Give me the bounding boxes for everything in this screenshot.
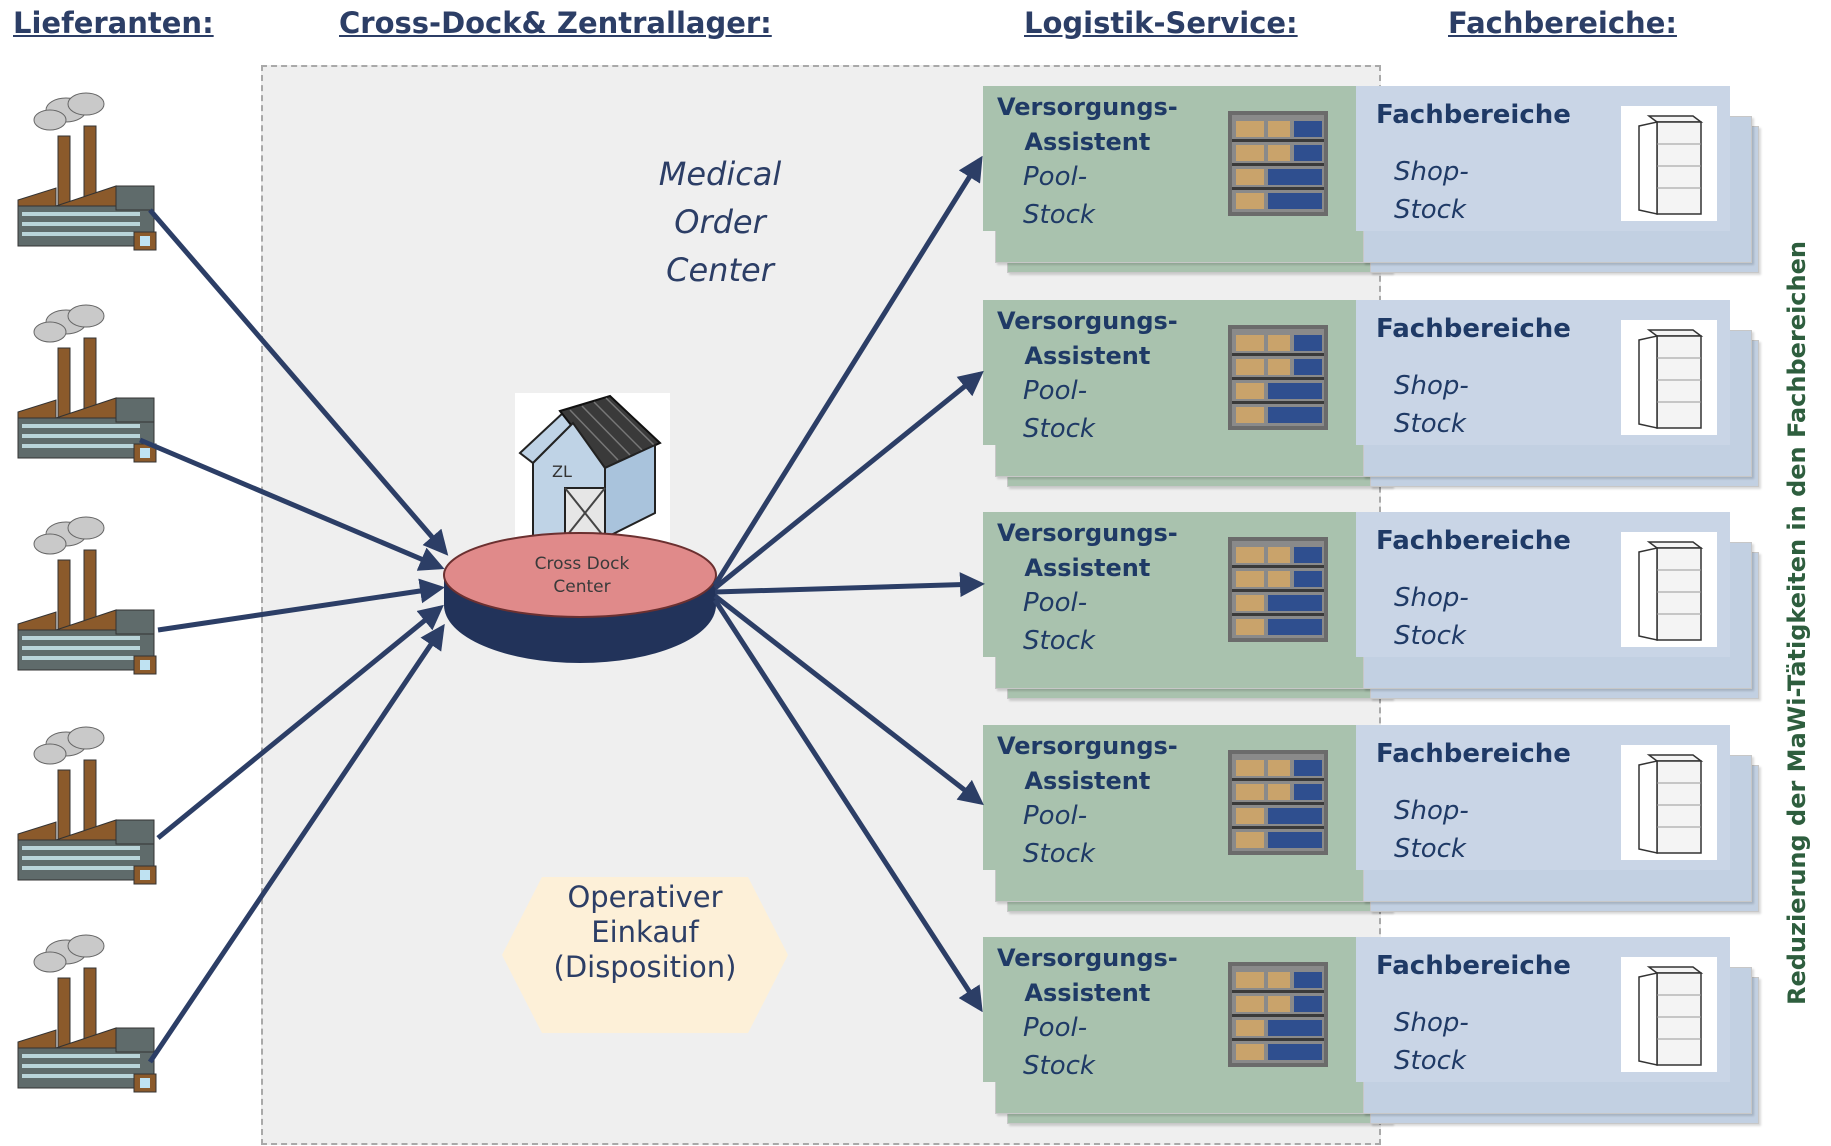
medical-order-center-title: Medical Order Center (658, 155, 782, 289)
pool-stock-label: Pool- Stock (1023, 376, 1095, 444)
fachbereiche-label: Fachbereiche (1376, 314, 1571, 344)
factory-icon (17, 726, 157, 885)
pool-stock-label: Pool- Stock (1023, 1013, 1095, 1081)
arrow-row-2 (713, 370, 984, 590)
versorgungs-assistent-label: Versorgungs- Assistent (997, 732, 1178, 795)
shelving-icon (1228, 325, 1328, 430)
arrow-row-5 (712, 598, 983, 1013)
arrow-supplier-3 (157, 578, 445, 633)
service-row-2: Versorgungs- Assistent Pool- Stock Fachb… (0, 300, 1831, 487)
side-note: Reduzierung der MaWi-Tätigkeiten in den … (1783, 241, 1811, 1005)
cabinet-icon (1621, 745, 1717, 860)
header-crossdock: Cross-Dock& Zentrallager: (339, 6, 772, 40)
versorgungs-assistent-label: Versorgungs- Assistent (997, 944, 1178, 1007)
factory-icon (17, 92, 157, 251)
operativer-einkauf-label: Operativer Einkauf (Disposition) (553, 880, 737, 984)
fachbereiche-box: Fachbereiche Shop- Stock (1356, 937, 1730, 1082)
versorgungs-assistent-label: Versorgungs- Assistent (997, 519, 1178, 582)
factory-icon (17, 934, 157, 1093)
arrow-row-1 (712, 155, 983, 587)
fachbereiche-box: Fachbereiche Shop- Stock (1356, 86, 1730, 231)
header-fachbereiche: Fachbereiche: (1448, 6, 1677, 40)
zl-label: ZL (552, 462, 572, 481)
fachbereiche-label: Fachbereiche (1376, 739, 1571, 769)
shelving-icon (1228, 750, 1328, 855)
header-lieferanten: Lieferanten: (13, 6, 214, 40)
service-row-5: Versorgungs- Assistent Pool- Stock Fachb… (0, 937, 1831, 1124)
supplier-1 (16, 88, 176, 253)
supplier-4 (16, 722, 176, 887)
shelving-icon (1228, 537, 1328, 642)
shop-stock-label: Shop- Stock (1394, 1008, 1469, 1076)
shop-stock-label: Shop- Stock (1394, 796, 1469, 864)
fachbereiche-box: Fachbereiche Shop- Stock (1356, 725, 1730, 870)
supplier-5 (16, 930, 176, 1095)
arrow-supplier-4 (156, 604, 444, 840)
cabinet-icon (1621, 532, 1717, 647)
operativer-einkauf-hexagon (502, 877, 788, 1033)
supplier-3 (16, 512, 176, 677)
fachbereiche-box: Fachbereiche Shop- Stock (1356, 300, 1730, 445)
versorgungs-assistent-box: Versorgungs- Assistent Pool- Stock (983, 512, 1356, 657)
arrow-supplier-2 (139, 437, 445, 571)
fachbereiche-label: Fachbereiche (1376, 100, 1571, 130)
cross-dock-label: Cross Dock Center (534, 554, 630, 597)
warehouse-icon (515, 393, 670, 543)
shop-stock-label: Shop- Stock (1394, 583, 1469, 651)
factory-icon (17, 516, 157, 675)
versorgungs-assistent-box: Versorgungs- Assistent Pool- Stock (983, 300, 1356, 445)
cabinet-icon (1621, 957, 1717, 1072)
shop-stock-label: Shop- Stock (1394, 157, 1469, 225)
service-row-3: Versorgungs- Assistent Pool- Stock Fachb… (0, 512, 1831, 699)
cabinet-icon (1621, 106, 1717, 221)
cross-dock-disk (443, 532, 717, 663)
fachbereiche-box: Fachbereiche Shop- Stock (1356, 512, 1730, 657)
versorgungs-assistent-box: Versorgungs- Assistent Pool- Stock (983, 937, 1356, 1082)
versorgungs-assistent-box: Versorgungs- Assistent Pool- Stock (983, 86, 1356, 231)
versorgungs-assistent-box: Versorgungs- Assistent Pool- Stock (983, 725, 1356, 870)
arrow-supplier-5 (147, 623, 445, 1064)
fachbereiche-label: Fachbereiche (1376, 526, 1571, 556)
header-logistik: Logistik-Service: (1024, 6, 1298, 40)
shop-stock-label: Shop- Stock (1394, 371, 1469, 439)
shelving-icon (1228, 111, 1328, 216)
supplier-2 (16, 300, 176, 465)
service-row-1: Versorgungs- Assistent Pool- Stock Fachb… (0, 86, 1831, 273)
shelving-icon (1228, 962, 1328, 1067)
arrow-row-3 (714, 572, 985, 598)
arrow-supplier-1 (148, 208, 449, 556)
factory-icon (17, 304, 157, 463)
versorgungs-assistent-label: Versorgungs- Assistent (997, 307, 1178, 370)
fachbereiche-label: Fachbereiche (1376, 951, 1571, 981)
pool-stock-label: Pool- Stock (1023, 588, 1095, 656)
arrow-row-4 (713, 594, 984, 806)
versorgungs-assistent-label: Versorgungs- Assistent (997, 93, 1178, 156)
cabinet-icon (1621, 320, 1717, 435)
service-row-4: Versorgungs- Assistent Pool- Stock Fachb… (0, 725, 1831, 912)
pool-stock-label: Pool- Stock (1023, 801, 1095, 869)
pool-stock-label: Pool- Stock (1023, 162, 1095, 230)
